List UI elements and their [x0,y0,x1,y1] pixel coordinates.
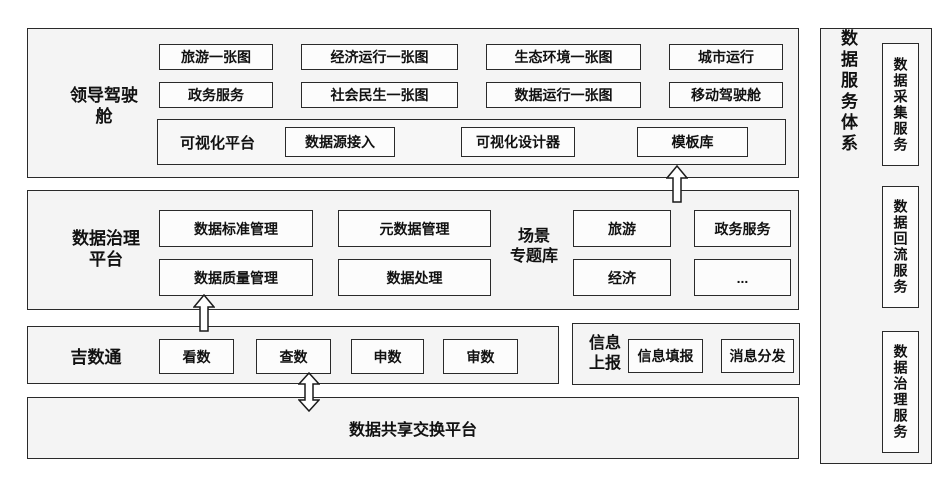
label-line: 平台 [89,250,123,269]
box-scenario-more: ... [694,259,791,296]
up-arrow-icon [666,165,688,203]
label-line: 数据治理 [72,229,140,248]
label-line: 领导驾驶 [70,86,138,105]
label-line: 舱 [95,107,113,126]
box-message-dispatch: 消息分发 [721,339,794,373]
section-leadership-cockpit: 领导驾驶 舱 旅游一张图 经济运行一张图 生态环境一张图 城市运行 政务服务 社… [27,28,799,178]
visualization-platform-container: 可视化平台 数据源接入 可视化设计器 模板库 [157,119,786,165]
section-data-services: 数据服务体系 数据采集服务 数据回流服务 数据治理服务 [820,28,932,464]
label-line: 信息 [588,335,621,352]
box-query-data: 查数 [256,339,331,374]
box-gov-service: 政务服务 [159,82,273,108]
info-report-label: 信息 上报 [581,334,629,374]
box-metadata-mgmt: 元数据管理 [338,210,491,247]
box-city-operation: 城市运行 [669,44,783,70]
label-line: 上报 [588,355,621,372]
box-audit-data: 审数 [443,339,518,374]
box-mobile-cockpit: 移动驾驶舱 [669,82,783,108]
box-scenario-tourism: 旅游 [573,210,671,247]
box-tourism-map: 旅游一张图 [159,44,273,70]
jishutong-label: 吉数通 [70,347,122,367]
box-data-processing: 数据处理 [338,259,491,296]
box-apply-data: 申数 [351,339,424,374]
section-data-governance: 数据治理 平台 数据标准管理 元数据管理 数据质量管理 数据处理 场景 专题库 … [27,190,799,310]
box-visual-designer: 可视化设计器 [461,127,575,157]
governance-label: 数据治理 平台 [53,228,159,270]
box-info-filling: 信息填报 [628,339,703,373]
label-line: 专题库 [509,248,558,265]
cockpit-label: 领导驾驶 舱 [58,85,150,127]
visualization-platform-label: 可视化平台 [180,134,256,152]
box-data-standard-mgmt: 数据标准管理 [159,210,313,247]
section-share-exchange-platform: 数据共享交换平台 [27,397,799,459]
box-ecology-map: 生态环境一张图 [486,44,641,70]
box-scenario-gov-service: 政务服务 [694,210,791,247]
box-datasource-access: 数据源接入 [285,127,395,157]
data-services-label: 数据服务体系 [838,29,857,155]
box-data-backflow-service: 数据回流服务 [882,186,919,308]
box-data-governance-service: 数据治理服务 [882,331,919,453]
double-vertical-arrow-icon [298,372,320,412]
label-line: 场景 [517,228,550,245]
box-livelihood-map: 社会民生一张图 [301,82,458,108]
box-data-operation-map: 数据运行一张图 [486,82,641,108]
up-arrow-icon [193,294,215,332]
share-platform-label: 数据共享交换平台 [348,422,477,439]
box-view-data: 看数 [159,339,234,374]
section-jishutong: 吉数通 看数 查数 申数 审数 [27,326,559,384]
box-scenario-economy: 经济 [573,259,671,296]
box-data-quality-mgmt: 数据质量管理 [159,259,313,296]
box-data-collection-service: 数据采集服务 [882,43,919,166]
scenario-library-label: 场景 专题库 [494,227,574,267]
section-info-report: 信息 上报 信息填报 消息分发 [572,323,800,385]
box-template-library: 模板库 [637,127,748,157]
box-economy-map: 经济运行一张图 [301,44,458,70]
